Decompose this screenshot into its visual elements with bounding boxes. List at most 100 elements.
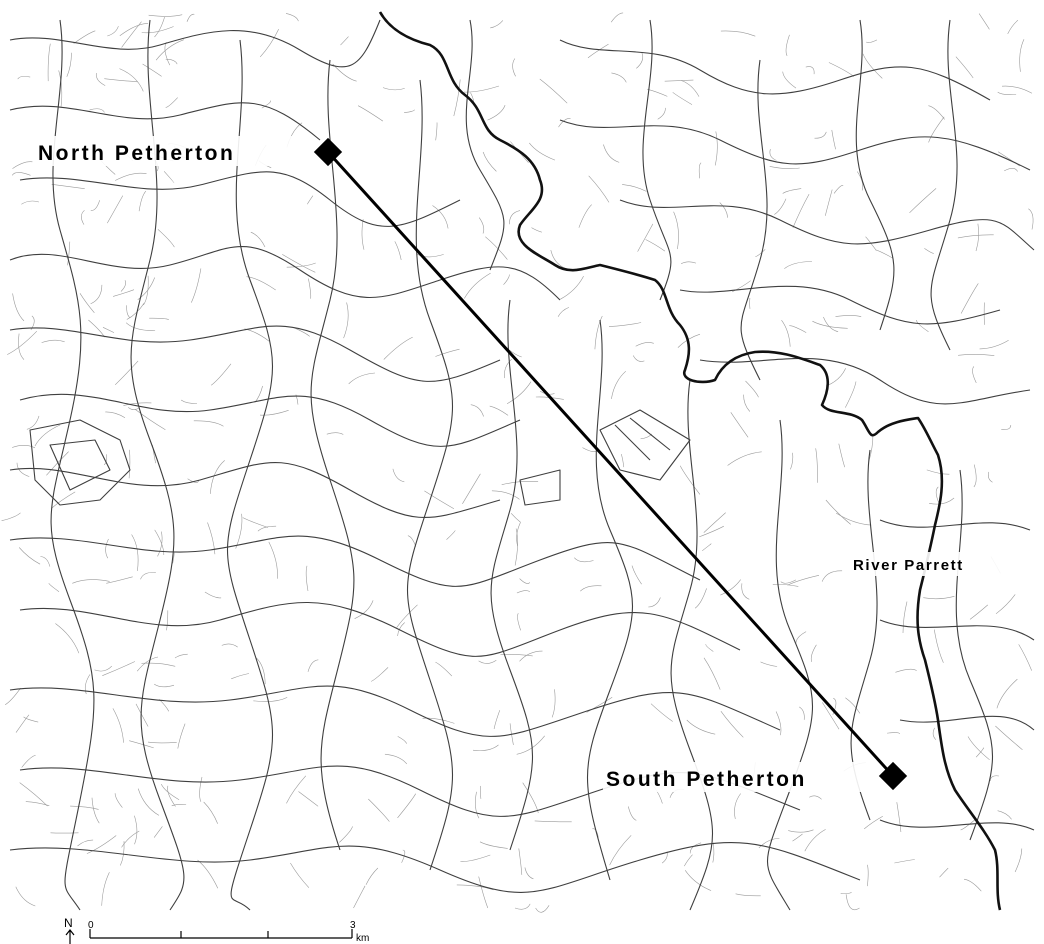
map-texture-stroke xyxy=(769,166,800,170)
map-texture-stroke xyxy=(141,662,176,667)
map-texture-stroke xyxy=(681,261,697,264)
map-texture-stroke xyxy=(610,12,624,23)
map-texture-stroke xyxy=(928,116,945,143)
map-texture-stroke xyxy=(560,275,584,300)
map-texture-stroke xyxy=(594,315,603,350)
scale-bar xyxy=(89,929,353,939)
map-texture-stroke xyxy=(995,594,1016,615)
map-texture-stroke xyxy=(741,583,750,600)
north-petherton-label: North Petherton xyxy=(38,142,235,165)
map-texture-stroke xyxy=(286,262,316,268)
map-texture-stroke xyxy=(285,13,299,22)
map-texture-stroke xyxy=(134,408,166,430)
map-texture-stroke xyxy=(394,241,402,260)
map-texture-stroke xyxy=(397,793,416,819)
map-texture-stroke xyxy=(163,171,175,184)
map-texture-stroke xyxy=(518,848,523,875)
map-texture-stroke xyxy=(125,322,156,331)
map-texture-stroke xyxy=(134,815,138,845)
map-texture-stroke xyxy=(734,793,741,819)
map-texture-stroke xyxy=(503,274,510,285)
map-texture-stroke xyxy=(147,741,177,744)
map-texture-stroke xyxy=(154,529,165,556)
map-texture-stroke xyxy=(587,43,609,59)
map-texture-stroke xyxy=(417,253,444,258)
map-texture-stroke xyxy=(26,415,40,430)
map-texture-stroke xyxy=(126,305,131,318)
map-texture-stroke xyxy=(123,402,152,406)
map-texture-stroke xyxy=(845,894,860,911)
map-texture-stroke xyxy=(121,21,142,48)
map-texture-stroke xyxy=(588,175,610,203)
map-texture-stroke xyxy=(490,20,504,29)
map-texture-stroke xyxy=(787,575,820,586)
river-label-group: River Parrett xyxy=(850,552,1025,576)
map-texture-stroke xyxy=(509,210,521,225)
map-texture-stroke xyxy=(480,785,482,799)
map-texture-stroke xyxy=(137,788,160,816)
map-texture-stroke xyxy=(51,491,76,509)
map-texture-stroke xyxy=(15,886,36,907)
map-texture-stroke xyxy=(781,320,791,347)
map-texture-stroke xyxy=(534,820,572,823)
map-texture-stroke xyxy=(745,380,759,398)
map-texture-stroke xyxy=(535,396,564,400)
map-texture-stroke xyxy=(120,280,126,292)
map-texture-stroke xyxy=(5,687,21,705)
map-texture-stroke xyxy=(684,854,693,867)
map-texture-stroke xyxy=(290,862,310,888)
map-texture-stroke xyxy=(788,829,814,833)
connecting-line xyxy=(326,150,895,778)
map-texture-stroke xyxy=(866,39,878,43)
map-texture-stroke xyxy=(165,97,178,108)
map-texture-stroke xyxy=(896,802,902,833)
map-texture-stroke xyxy=(963,878,982,892)
map-texture-stroke xyxy=(755,249,766,257)
map-texture-stroke xyxy=(686,719,716,735)
map-texture-stroke xyxy=(282,254,316,273)
map-texture-stroke xyxy=(684,870,712,891)
map-texture-stroke xyxy=(141,26,174,34)
map-texture-stroke xyxy=(539,78,568,104)
map-texture-stroke xyxy=(485,236,508,260)
map-texture-stroke xyxy=(769,149,777,161)
map-texture-stroke xyxy=(172,552,175,564)
map-texture-stroke xyxy=(166,610,169,631)
north-arrow-label: N xyxy=(64,916,73,930)
map-texture-stroke xyxy=(462,473,481,504)
map-texture-stroke xyxy=(780,579,797,584)
map-texture-stroke xyxy=(478,876,489,909)
map-texture-stroke xyxy=(58,70,63,108)
map-texture-stroke xyxy=(574,557,594,563)
map-texture-stroke xyxy=(975,747,985,758)
map-texture-stroke xyxy=(348,372,376,385)
river-parrett-label: River Parrett xyxy=(853,557,964,574)
map-texture-stroke xyxy=(435,122,438,141)
map-texture-stroke xyxy=(286,775,307,804)
map-texture-stroke xyxy=(516,522,521,547)
map-texture-stroke xyxy=(804,829,826,852)
map-texture-stroke xyxy=(259,410,289,416)
map-texture-stroke xyxy=(719,202,728,218)
map-texture-stroke xyxy=(825,499,851,525)
map-texture-stroke xyxy=(261,100,272,109)
map-texture-stroke xyxy=(397,736,407,744)
map-texture-stroke xyxy=(932,727,937,740)
map-texture-stroke xyxy=(89,108,105,113)
map-texture-stroke xyxy=(40,556,51,567)
map-texture-stroke xyxy=(435,661,453,677)
map-texture-stroke xyxy=(161,783,180,800)
map-texture-stroke xyxy=(21,200,39,205)
map-texture-stroke xyxy=(805,66,815,75)
map-texture-stroke xyxy=(551,689,556,718)
map-texture-stroke xyxy=(12,161,33,169)
map-texture-stroke xyxy=(867,864,869,887)
map-texture-stroke xyxy=(1001,424,1012,431)
map-texture-stroke xyxy=(104,78,138,83)
map-texture-stroke xyxy=(698,162,702,179)
map-texture-stroke xyxy=(510,513,521,523)
map-texture-stroke xyxy=(578,204,592,228)
map-texture-stroke xyxy=(142,63,162,77)
map-texture-stroke xyxy=(47,43,51,82)
map-texture-stroke xyxy=(435,348,460,357)
